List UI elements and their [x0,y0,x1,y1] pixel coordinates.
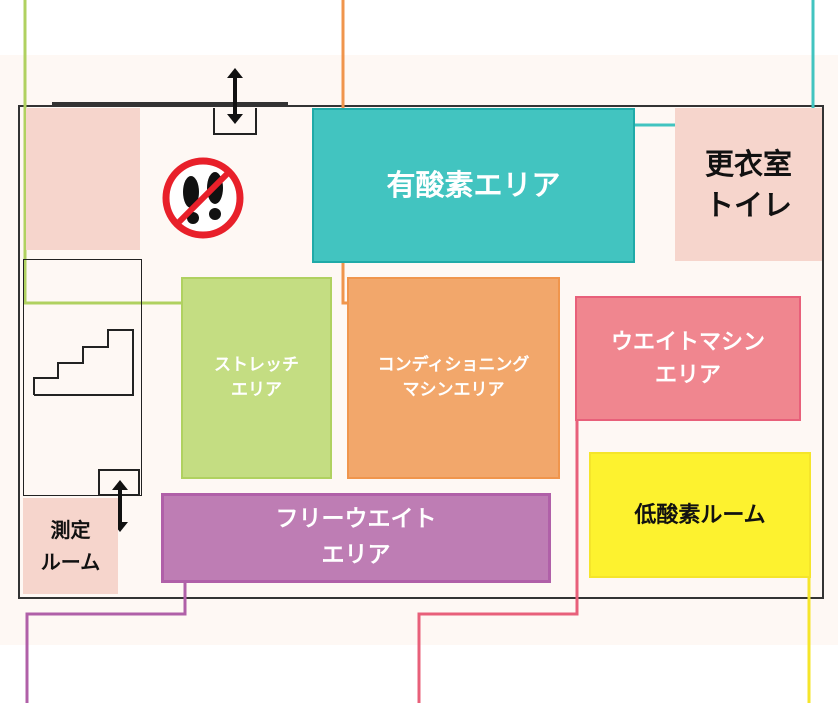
stretch-area[interactable]: ストレッチ エリア [181,277,332,479]
low-oxygen-label: 低酸素ルーム [634,502,766,528]
floor-outline [18,105,824,599]
no-shoes-icon [162,157,244,239]
weightmachine-leader-line [417,420,579,703]
stairs-icon [33,329,134,396]
free-weight-label: フリーウエイト エリア [275,506,437,568]
weight-machine-area[interactable]: ウエイトマシン エリア [575,296,801,421]
stretch-area-label: ストレッチ エリア [214,354,299,401]
conditioning-area[interactable]: コンディショニング マシンエリア [347,277,560,479]
stairwell [23,259,142,496]
door-top [213,108,257,135]
conditioning-area-label: コンディショニング マシンエリア [377,354,530,401]
locker-toilet-label: 更衣室 トイレ [704,146,792,222]
locker-toilet-area[interactable]: 更衣室 トイレ [675,108,822,261]
aerobic-area-label: 有酸素エリア [386,167,561,202]
weight-machine-label: ウエイトマシン エリア [610,329,765,388]
measurement-room-label: 測定 ルーム [40,518,101,574]
freeweight-leader-line [25,583,187,703]
aerobic-area[interactable]: 有酸素エリア [312,108,635,263]
storage-area [26,108,140,250]
stretch-leader-line [23,0,182,305]
low-oxygen-room[interactable]: 低酸素ルーム [589,452,811,578]
entrance-wall [52,102,288,105]
measurement-room[interactable]: 測定 ルーム [23,498,118,594]
aerobic-leader-line [634,0,815,127]
free-weight-area[interactable]: フリーウエイト エリア [161,493,551,583]
double-arrow-icon [227,68,243,124]
conditioning-leader-line [341,0,348,305]
